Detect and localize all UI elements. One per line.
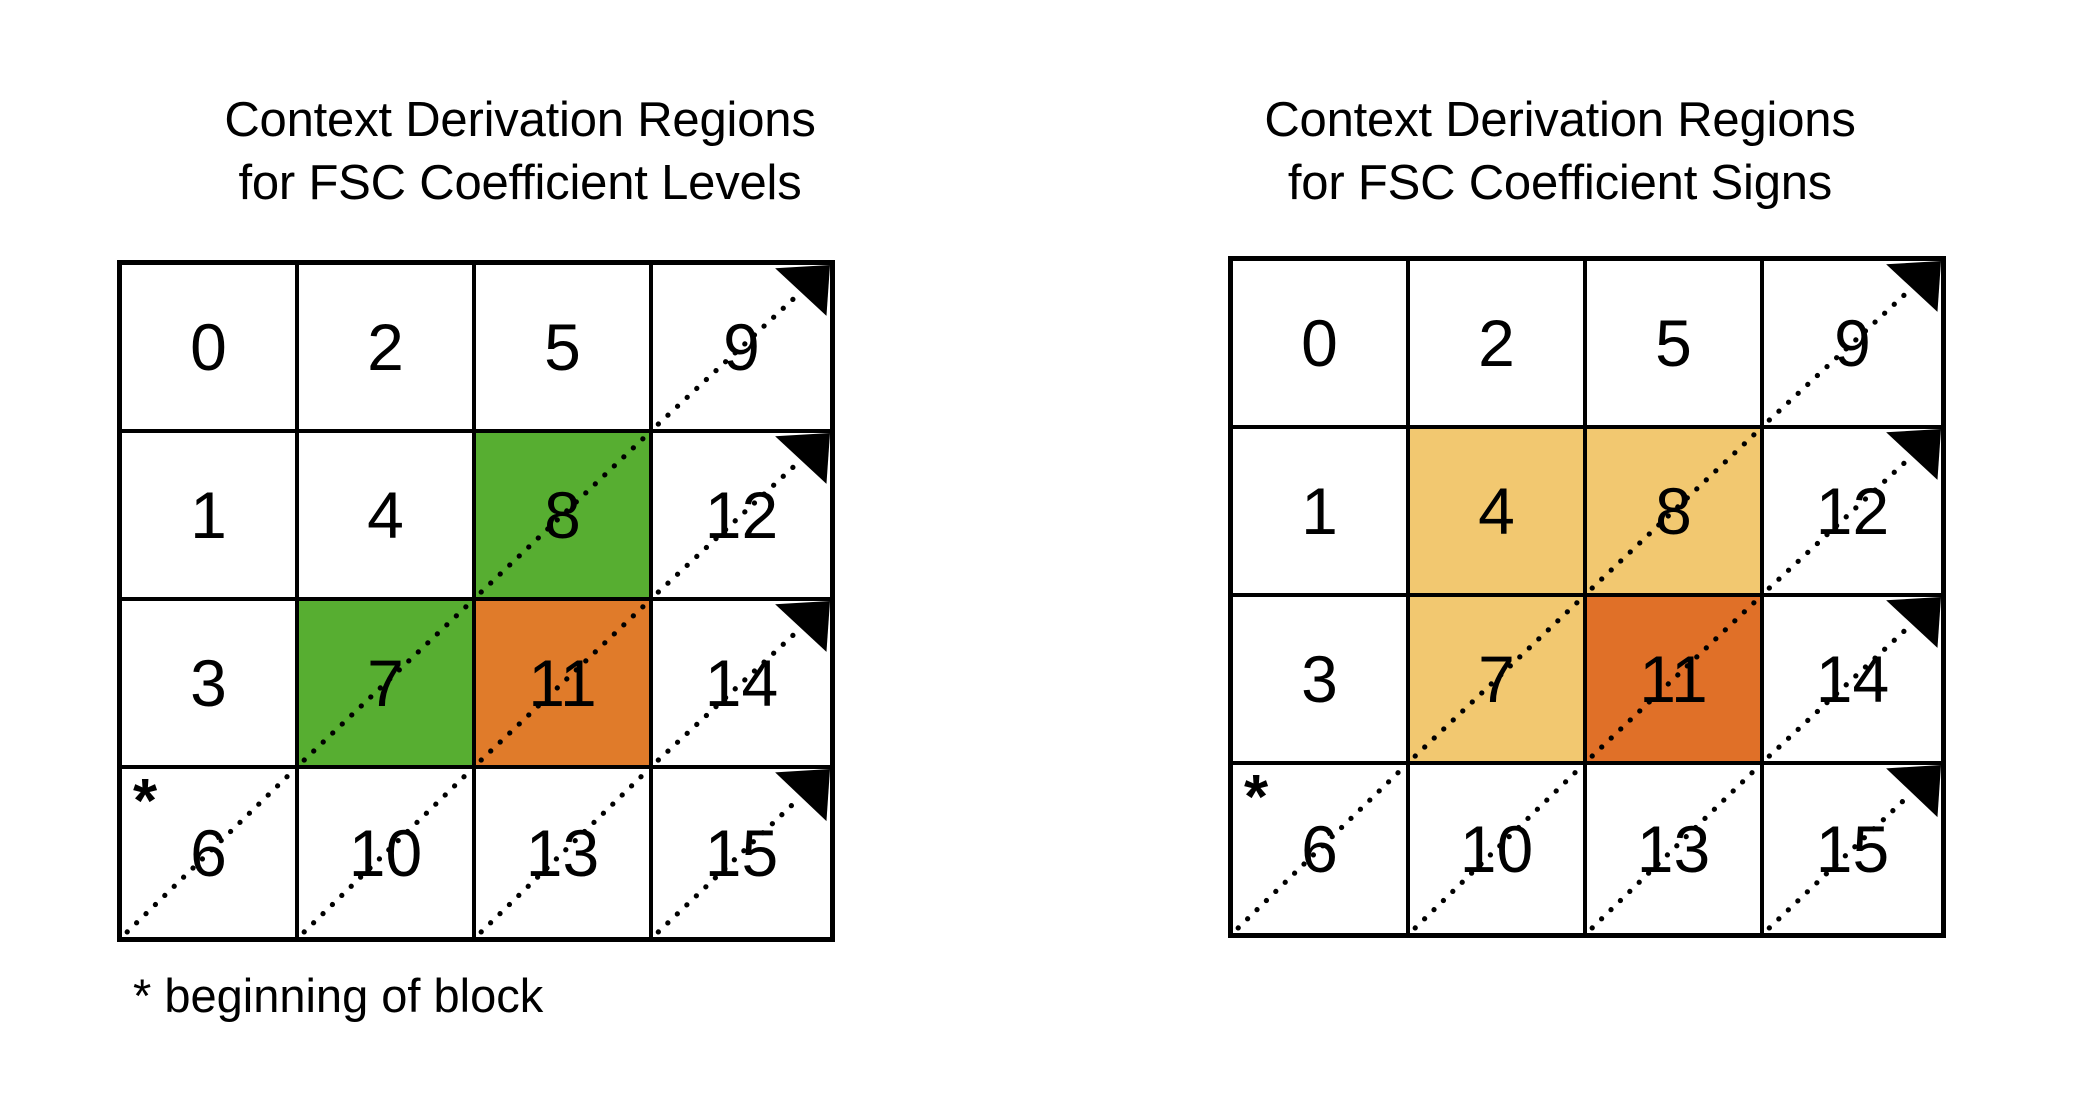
grid-cell-10[interactable]: 10 [299,769,476,937]
grid-cell-label: 12 [704,478,779,552]
scan-arrow-icon [653,601,830,765]
grid-cell-6[interactable]: *6 [122,769,299,937]
grid-cell-10[interactable]: 10 [1410,765,1587,933]
grid-cell-label: 5 [544,310,581,384]
grid-cell-label: 2 [1478,306,1515,380]
grid-cell-9[interactable]: 9 [1764,261,1941,429]
scan-dotted-line-icon [476,769,649,937]
grid-cell-3[interactable]: 3 [122,601,299,769]
panel-title-signs: Context Derivation Regions for FSC Coeff… [1264,92,1856,211]
grid-cell-5[interactable]: 5 [1587,261,1764,429]
grid-cell-9[interactable]: 9 [653,265,830,433]
scan-arrow-icon [1764,429,1941,593]
scan-dotted-line-icon [299,601,472,765]
scan-arrow-icon [1764,597,1941,761]
grid-cell-label: 8 [544,478,581,552]
grid-cell-label: 10 [348,816,423,890]
grid-cell-8[interactable]: 8 [476,433,653,601]
grid-cell-13[interactable]: 13 [1587,765,1764,933]
scan-arrow-icon [653,265,830,429]
grid-cell-label: 7 [367,646,404,720]
panel-title-levels: Context Derivation Regions for FSC Coeff… [224,92,816,211]
scan-arrow-icon [1764,765,1941,933]
scan-dotted-line-icon [476,601,649,765]
grid-cell-label: 13 [525,816,600,890]
grid-cell-label: 4 [1478,474,1515,548]
scan-dotted-line-icon [1410,597,1583,761]
grid-cell-15[interactable]: 15 [1764,765,1941,933]
grid-cell-label: 15 [704,816,779,890]
grid-cell-11[interactable]: 11 [476,601,653,769]
grid-cell-14[interactable]: 14 [1764,597,1941,765]
grid-cell-label: 9 [1834,306,1871,380]
scan-dotted-line-icon [1587,429,1760,593]
grid-cell-12[interactable]: 12 [1764,429,1941,597]
grid-cell-label: 13 [1636,812,1711,886]
scan-dotted-line-icon [1410,765,1583,933]
grid-cell-label: 8 [1655,474,1692,548]
grid-cell-4[interactable]: 4 [1410,429,1587,597]
grid-cell-7[interactable]: 7 [1410,597,1587,765]
grid-cell-label: 1 [1301,474,1338,548]
grid-cell-15[interactable]: 15 [653,769,830,937]
panel-coefficient-levels: Context Derivation Regions for FSC Coeff… [117,93,835,1022]
panel-coefficient-signs: Context Derivation Regions for FSC Coeff… [1040,0,2080,1106]
scan-arrow-icon [653,769,830,937]
grid-cell-label: 0 [1301,306,1338,380]
footnote-beginning-of-block: * beginning of block [133,969,544,1022]
grid-cell-0[interactable]: 0 [1233,261,1410,429]
scan-dotted-line-icon [476,433,649,597]
grid-cell-0[interactable]: 0 [122,265,299,433]
grid-cell-3[interactable]: 3 [1233,597,1410,765]
grid-cell-label: 7 [1478,642,1515,716]
grid-cell-label: 5 [1655,306,1692,380]
beginning-of-block-asterisk: * [133,767,158,836]
grid-cell-7[interactable]: 7 [299,601,476,769]
scan-arrow-icon [653,433,830,597]
scan-dotted-line-icon [1587,765,1760,933]
grid-cell-label: 10 [1459,812,1534,886]
grid-cell-14[interactable]: 14 [653,601,830,769]
scan-arrow-icon [1764,261,1941,425]
grid-cell-label: 3 [190,646,227,720]
grid-cell-label: 15 [1815,812,1890,886]
grid-cell-label: 11 [1639,642,1708,716]
scan-dotted-line-icon [1587,597,1760,761]
grid-cell-label: 2 [367,310,404,384]
grid-cell-label: 14 [704,646,779,720]
grid-cell-label: 11 [528,646,597,720]
grid-cell-label: 9 [723,310,760,384]
beginning-of-block-asterisk: * [1244,763,1269,832]
grid-cell-6[interactable]: *6 [1233,765,1410,933]
grid-cell-13[interactable]: 13 [476,769,653,937]
grid-cell-4[interactable]: 4 [299,433,476,601]
grid-cell-label: 12 [1815,474,1890,548]
grid-cell-1[interactable]: 1 [122,433,299,601]
grid-cell-label: 14 [1815,642,1890,716]
grid-cell-label: 1 [190,478,227,552]
grid-cell-label: 0 [190,310,227,384]
grid-cell-2[interactable]: 2 [1410,261,1587,429]
grid-cell-label: 4 [367,478,404,552]
grid-cell-12[interactable]: 12 [653,433,830,601]
scan-dotted-line-icon [299,769,472,937]
grid-cell-label: 3 [1301,642,1338,716]
grid-cell-11[interactable]: 11 [1587,597,1764,765]
grid-cell-5[interactable]: 5 [476,265,653,433]
grid-cell-1[interactable]: 1 [1233,429,1410,597]
grid-cell-2[interactable]: 2 [299,265,476,433]
grid-cell-8[interactable]: 8 [1587,429,1764,597]
